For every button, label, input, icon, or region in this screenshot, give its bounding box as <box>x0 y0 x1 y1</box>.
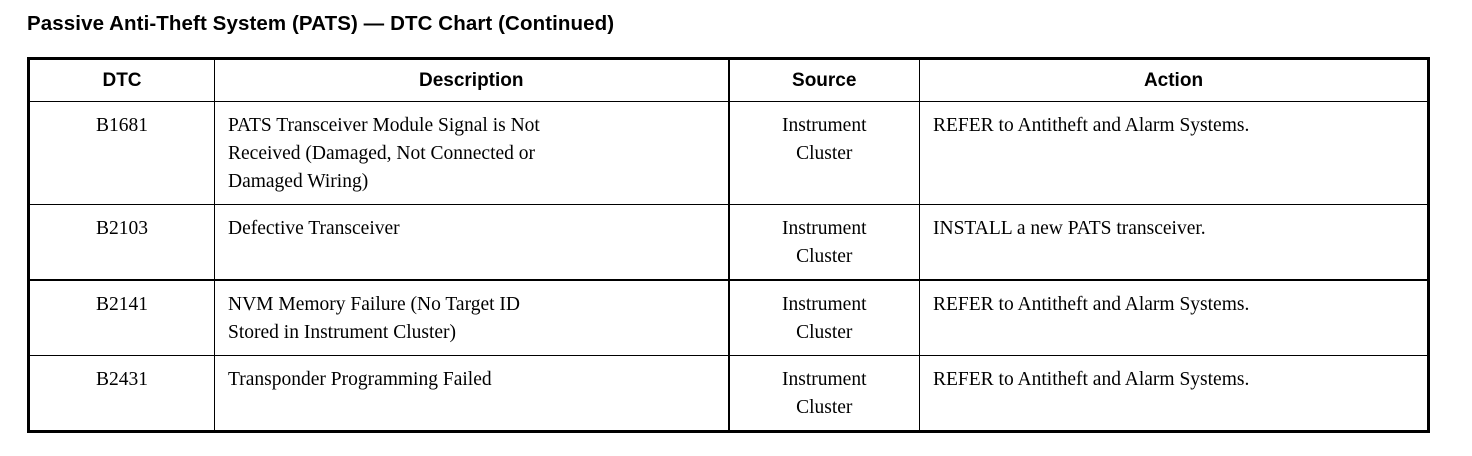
cell-source: Instrument Cluster <box>727 204 920 281</box>
table-body: B1681 PATS Transceiver Module Signal is … <box>28 101 1429 432</box>
cell-description: Transponder Programming Failed <box>214 355 729 432</box>
description-line: NVM Memory Failure (No Target ID <box>228 294 520 315</box>
cell-source: Instrument Cluster <box>727 101 920 205</box>
cell-dtc: B2141 <box>28 279 215 356</box>
description-line: Defective Transceiver <box>228 218 400 239</box>
cell-description: Defective Transceiver <box>214 204 729 281</box>
cell-source: Instrument Cluster <box>727 279 920 356</box>
cell-action: INSTALL a new PATS transceiver. <box>919 204 1429 281</box>
cell-dtc: B1681 <box>28 101 215 205</box>
cell-action: REFER to Antitheft and Alarm Systems. <box>919 355 1429 432</box>
cell-source: Instrument Cluster <box>727 355 920 432</box>
table-row: B2103 Defective Transceiver Instrument C… <box>28 204 1429 281</box>
source-line: Cluster <box>796 246 853 267</box>
table-header: DTC Description Source Action <box>28 58 1429 102</box>
description-line: Stored in Instrument Cluster) <box>228 322 457 343</box>
cell-dtc: B2431 <box>28 355 215 432</box>
source-line: Instrument <box>782 294 867 315</box>
source-line: Cluster <box>796 397 853 418</box>
cell-dtc: B2103 <box>28 204 215 281</box>
column-header-action: Action <box>919 58 1429 102</box>
page-title: Passive Anti-Theft System (PATS) — DTC C… <box>27 12 615 35</box>
description-line: PATS Transceiver Module Signal is Not <box>228 115 540 136</box>
column-header-source: Source <box>727 58 920 102</box>
source-line: Instrument <box>782 115 867 136</box>
cell-description: PATS Transceiver Module Signal is Not Re… <box>214 101 729 205</box>
source-line: Instrument <box>782 218 867 239</box>
description-line: Received (Damaged, Not Connected or <box>228 143 536 164</box>
description-line: Damaged Wiring) <box>228 171 369 192</box>
source-line: Cluster <box>796 322 853 343</box>
cell-action: REFER to Antitheft and Alarm Systems. <box>919 101 1429 205</box>
description-line: Transponder Programming Failed <box>228 369 492 390</box>
table-header-row: DTC Description Source Action <box>28 58 1429 102</box>
cell-description: NVM Memory Failure (No Target ID Stored … <box>214 279 729 356</box>
table-row: B2431 Transponder Programming Failed Ins… <box>28 355 1429 432</box>
column-header-description: Description <box>214 58 729 102</box>
table-row: B1681 PATS Transceiver Module Signal is … <box>28 101 1429 205</box>
table-row: B2141 NVM Memory Failure (No Target ID S… <box>28 279 1429 356</box>
dtc-chart-table: DTC Description Source Action B1681 PATS… <box>27 57 1430 433</box>
cell-action: REFER to Antitheft and Alarm Systems. <box>919 279 1429 356</box>
source-line: Instrument <box>782 369 867 390</box>
column-header-dtc: DTC <box>28 58 215 102</box>
source-line: Cluster <box>796 143 853 164</box>
